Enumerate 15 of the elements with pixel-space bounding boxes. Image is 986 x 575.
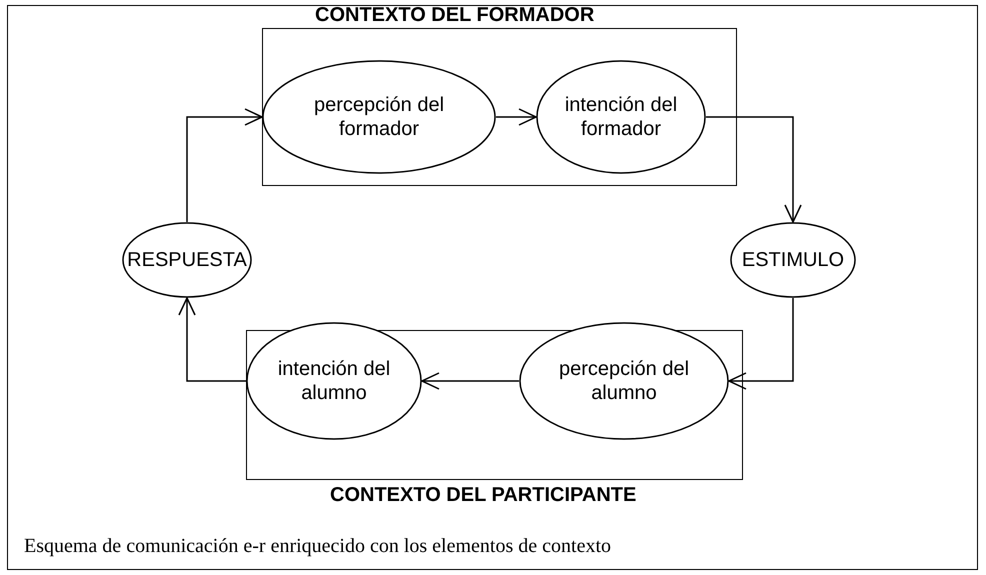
- context-heading: CONTEXTO DEL FORMADOR: [315, 4, 594, 27]
- arrow: [496, 108, 537, 126]
- arrow: [706, 116, 802, 223]
- arrow: [186, 108, 263, 222]
- ellipse-label: intención del formador: [564, 93, 678, 141]
- context-heading: CONTEXTO DEL PARTICIPANTE: [330, 484, 636, 507]
- arrow: [178, 297, 246, 382]
- ellipse-label: RESPUESTA: [127, 248, 247, 272]
- ellipse-label: percepción del alumno: [558, 357, 690, 405]
- caption: Esquema de comunicación e-r enriquecido con los elementos de contexto: [24, 535, 612, 558]
- arrow: [421, 372, 519, 390]
- ellipse-label: ESTIMULO: [742, 248, 844, 272]
- arrow: [728, 298, 794, 390]
- ellipse-label: percepción del formador: [312, 93, 446, 141]
- ellipse-label: intención del alumno: [276, 357, 392, 405]
